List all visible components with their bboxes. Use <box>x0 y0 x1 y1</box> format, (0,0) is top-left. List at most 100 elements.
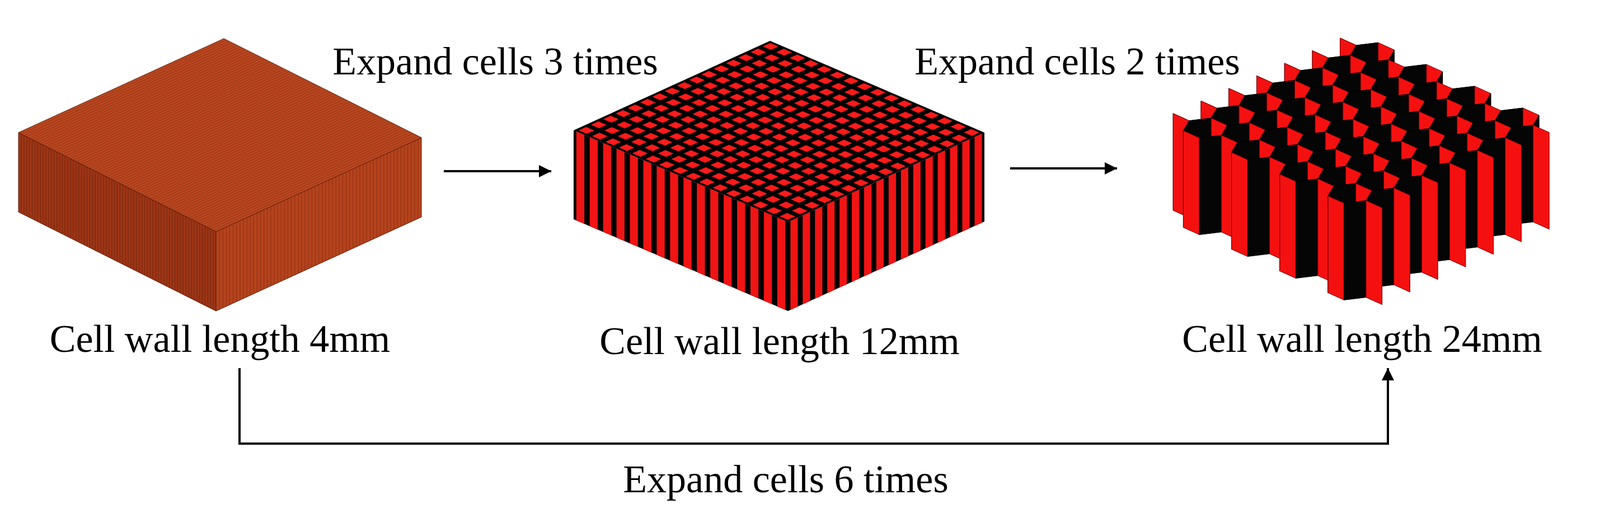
cell-top <box>897 100 913 108</box>
cell-top <box>695 133 711 140</box>
cell-top <box>812 151 828 158</box>
cell-wall <box>1449 162 1466 267</box>
cell-top <box>715 88 732 96</box>
cell-wall <box>777 217 786 311</box>
cell-top <box>697 156 713 163</box>
cell-line <box>23 135 25 215</box>
cell-top <box>698 167 715 175</box>
cell-top <box>790 66 807 73</box>
cell-top <box>804 71 820 79</box>
cell-top <box>824 145 841 153</box>
cell-wall <box>1532 125 1550 230</box>
cell-line <box>308 189 309 269</box>
cell-top <box>873 123 890 130</box>
cell-line <box>45 146 46 227</box>
cell-top <box>776 179 792 186</box>
cell-top <box>729 94 745 101</box>
cell-top <box>763 184 780 192</box>
cell-top <box>617 133 634 140</box>
cell-top <box>769 111 786 119</box>
cell-top <box>883 94 900 102</box>
cell-top <box>686 172 702 180</box>
cell-top <box>718 110 734 118</box>
cell-top <box>788 173 805 181</box>
cell-top <box>827 179 844 187</box>
cell-top <box>779 213 796 220</box>
cell-line <box>410 142 412 222</box>
cell-line <box>277 203 279 284</box>
cell-top <box>691 99 708 107</box>
cell-top <box>807 105 824 113</box>
cell-top <box>692 110 709 118</box>
cell-top <box>618 144 635 152</box>
cell-line <box>359 165 360 246</box>
cell-wall <box>1366 200 1383 306</box>
cell-line <box>185 216 186 297</box>
cell-top <box>785 139 801 147</box>
cell-top <box>780 94 797 101</box>
cell-top <box>836 139 853 147</box>
cell-top <box>604 127 621 134</box>
cell-top <box>672 167 689 175</box>
cell-line <box>185 122 392 217</box>
cell-line <box>311 188 313 268</box>
cell-top <box>737 173 753 181</box>
cell-line <box>236 222 237 302</box>
cell-top <box>808 116 825 124</box>
cell-line <box>212 230 214 311</box>
cell-top <box>645 155 662 163</box>
cell-wall <box>750 205 759 299</box>
cell-wall <box>901 167 909 260</box>
cell-line <box>135 191 137 272</box>
cell-top <box>789 184 806 192</box>
cell-top <box>702 82 719 89</box>
cell-wall <box>1296 179 1318 279</box>
cell-top <box>831 83 847 91</box>
cell-top <box>668 122 684 129</box>
cell-line <box>199 129 406 224</box>
cell-top <box>791 77 808 84</box>
cell-top <box>902 157 919 164</box>
cell-top <box>832 94 848 102</box>
cell-top <box>937 129 954 136</box>
cell-top <box>950 123 966 131</box>
cell-top <box>782 116 799 124</box>
cell-top <box>781 105 798 113</box>
cell-line <box>111 179 112 260</box>
block-left-face <box>573 130 788 312</box>
cell-line <box>180 119 386 214</box>
cell-top <box>890 162 907 170</box>
cell-top <box>762 173 779 181</box>
cell-line <box>141 194 143 275</box>
cell-top <box>951 134 968 142</box>
cell-wall <box>974 133 982 227</box>
cell-top <box>885 117 902 125</box>
cell-top <box>752 71 769 79</box>
cell-top <box>911 117 928 125</box>
cell-line <box>86 166 88 247</box>
cell-wall <box>851 189 860 283</box>
cell-wall <box>1421 175 1438 280</box>
cell-top <box>751 190 768 197</box>
cell-line <box>191 125 397 220</box>
cell-top <box>912 128 929 136</box>
cell-line <box>297 194 299 274</box>
cell-line <box>280 202 282 282</box>
cell-top <box>684 161 701 169</box>
cell-line <box>207 227 209 308</box>
cell-top <box>714 76 731 84</box>
cell-top <box>848 134 865 142</box>
cell-top <box>742 99 759 107</box>
cell-top <box>653 104 670 112</box>
cell-top <box>777 60 794 68</box>
cell-line <box>270 206 271 286</box>
honeycomb-block: Cell wall length 12mm <box>571 33 988 364</box>
cell-top <box>790 196 807 204</box>
cell-top <box>872 111 889 119</box>
cell-top <box>667 110 683 118</box>
cell-top <box>816 196 833 204</box>
cell-line <box>70 158 72 239</box>
cell-top <box>784 128 800 135</box>
cell-top <box>707 127 724 135</box>
cell-line <box>152 105 359 200</box>
